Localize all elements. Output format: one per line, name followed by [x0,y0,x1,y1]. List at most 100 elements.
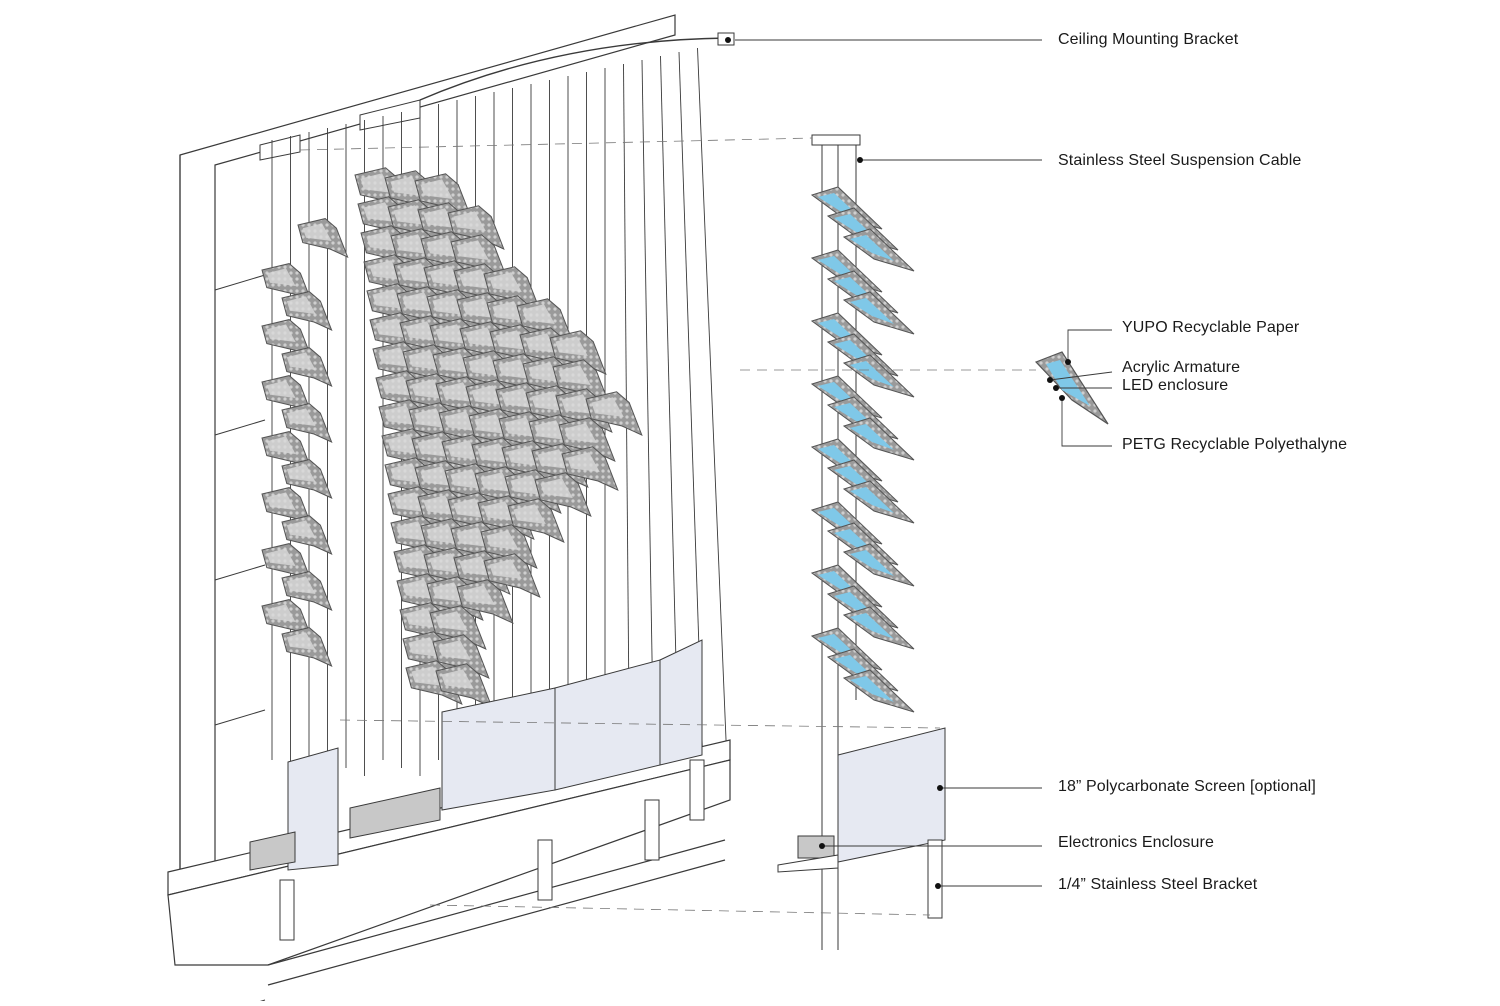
main-panel-array [261,167,643,708]
panel-face [558,365,591,385]
leader-dot [857,157,863,163]
section-bracket [927,839,943,919]
panel-face [525,333,558,353]
section-view [810,134,915,950]
section-base-plate [777,854,839,873]
label-stainless-steel-bracket: 1/4” Stainless Steel Bracket [1058,876,1258,893]
panel-face [510,475,543,495]
leader-line [1049,371,1113,381]
panel-face [489,272,522,292]
panel-left-face [266,436,296,454]
panel-face [531,391,564,411]
base-bracket [279,879,295,941]
leader-dot [935,883,941,889]
cable [697,47,728,777]
panel-face [561,394,594,414]
leader-dot [1065,359,1071,365]
top-bracket-left [259,134,301,161]
label-polycarbonate-screen: 18” Polycarbonate Screen [optional] [1058,778,1316,795]
screen-left [441,687,556,811]
cable [641,59,655,777]
panel-face [456,240,489,260]
panel-face [462,585,495,605]
panel-left-face [266,324,296,342]
panel-left-face [286,576,316,594]
panel-face [513,504,546,524]
leader-dot [1047,377,1053,383]
label-yupo-recyclable-paper: YUPO Recyclable Paper [1122,319,1300,336]
section-panel-led [850,487,894,513]
panel-face [534,420,567,440]
label-ceiling-mounting-bracket: Ceiling Mounting Bracket [1058,31,1239,48]
base-and-screens [167,639,946,986]
panel-face [522,304,555,324]
panel-face [504,417,537,437]
projection-line [339,719,941,729]
label-acrylic-armature: Acrylic Armature [1122,359,1241,376]
leader-dot [1053,385,1059,391]
leader-dot [819,843,825,849]
callout-leaders [299,37,1113,916]
base-edge [267,839,726,966]
projection-line [299,137,813,151]
panel-left-face [286,408,316,426]
panel-left-face [266,268,296,286]
electronics-box-left [249,831,296,871]
leader-line [1067,329,1112,362]
panel-left-face [266,604,296,622]
section-top-bracket [811,134,861,146]
panel-left-top-face [302,223,332,241]
base-shelf-front [167,759,731,966]
label-led-enclosure: LED enclosure [1122,377,1229,394]
section-screen [837,727,946,863]
panel-left-face [286,632,316,650]
wall-shelf-line [214,564,266,581]
panel-face [501,388,534,408]
panel-face [486,530,519,550]
section-panel-led [850,550,894,576]
panel-face [528,362,561,382]
section-panel-led [850,361,894,387]
panel-face [567,452,600,472]
panel-left-face [266,380,296,398]
panel-face [591,397,624,417]
projection-line [429,904,931,916]
leader-dot [937,785,943,791]
section-electronics [797,835,835,859]
panel-left-face [286,464,316,482]
panel-face [555,336,588,356]
panel-face [492,301,525,321]
electronics-box-mid [349,787,441,839]
panel-face [540,478,573,498]
base-bracket [644,799,660,861]
screen-right [659,639,703,766]
section-panel-led [850,424,894,450]
panel-face [537,449,570,469]
panel-face [441,669,474,689]
section-panel-led [850,298,894,324]
base-bracket [537,839,553,901]
panel-left-face [266,492,296,510]
panel-face [453,211,486,231]
panel-left-face [286,352,316,370]
panel-left-face [286,296,316,314]
panel-face [507,446,540,466]
label-electronics-enclosure: Electronics Enclosure [1058,834,1214,851]
base-edge-lower [267,859,726,986]
leader-dot [1059,395,1065,401]
panel-face [489,559,522,579]
wall-shelf-line [214,274,266,291]
label-petg-recyclable-polyethalyne: PETG Recyclable Polyethalyne [1122,436,1348,453]
section-panel-led [850,676,894,702]
section-panel-led [850,613,894,639]
cable [660,55,679,761]
wall-shelf-line [214,419,266,436]
panel-face [438,640,471,660]
panel-face [564,423,597,443]
leader-line [1061,398,1112,447]
label-stainless-steel-suspension-cable: Stainless Steel Suspension Cable [1058,152,1302,169]
section-panel-led [850,235,894,261]
panel-face [498,359,531,379]
